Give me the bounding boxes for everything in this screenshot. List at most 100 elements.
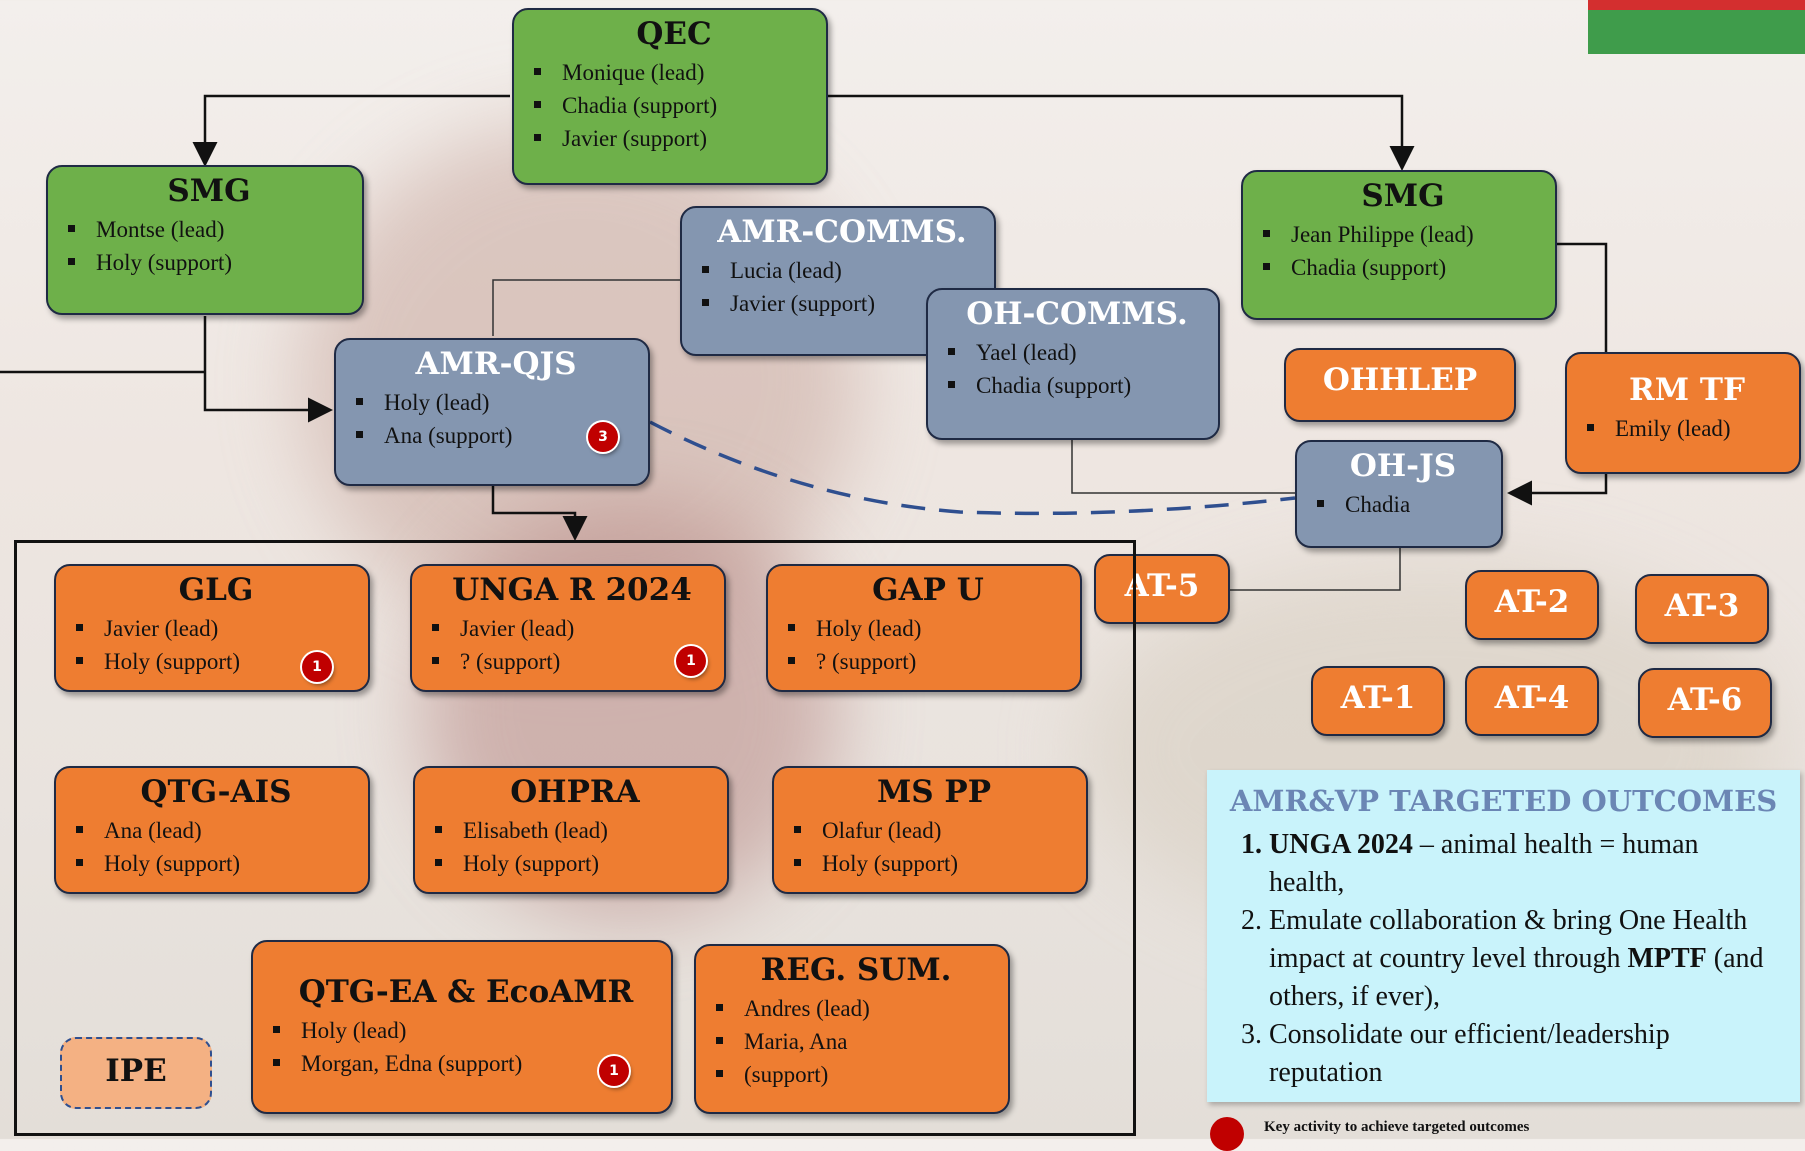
rm-tf-member: Emily (lead) [1587, 412, 1789, 445]
flag-decoration [1588, 0, 1805, 54]
outcome-2-text-end: (and others, if ever), [1269, 943, 1764, 1012]
oh-js-at5-link [1200, 548, 1401, 591]
targeted-outcomes-panel: AMR&VP TARGETED OUTCOMES UNGA 2024 – ani… [1207, 770, 1800, 1102]
gap-u-title: GAP U [872, 572, 984, 608]
amr-comms-member: Lucia (lead) [702, 254, 984, 287]
ohhlep-box: OHHLEP [1284, 348, 1516, 422]
ms-pp-member: Olafur (lead) [794, 814, 1076, 847]
ohhlep-title: OHHLEP [1322, 362, 1478, 398]
key-activity-badge: 3 [588, 422, 618, 452]
glg-member: Holy (support) [76, 645, 358, 678]
qtg-ais-title: QTG-AIS [140, 774, 292, 810]
reg-sum-member: Maria, Ana [716, 1025, 998, 1058]
ohpra-member: Elisabeth (lead) [435, 814, 717, 847]
at-6-box: AT-6 [1638, 668, 1772, 738]
at-1-box: AT-1 [1311, 666, 1445, 736]
smg-left-box: SMG Montse (lead) Holy (support) [46, 165, 364, 315]
qtg-ea-member: Holy (lead) [273, 1014, 661, 1047]
ms-pp-box: MS PP Olafur (lead) Holy (support) [772, 766, 1088, 894]
legend: Key activity to achieve targeted outcome… [1210, 1115, 1530, 1151]
qtg-ea-title: QTG-EA & EcoAMR [298, 974, 634, 1010]
at-3-label: AT-3 [1664, 588, 1740, 624]
gap-u-member: ? (support) [788, 645, 1070, 678]
amr-qjs-to-oh-js-dashed-link [649, 420, 1296, 516]
qec-member: Chadia (support) [534, 89, 816, 122]
glg-member: Javier (lead) [76, 612, 358, 645]
amr-qjs-member: Ana (support) [356, 419, 638, 452]
gap-u-member: Holy (lead) [788, 612, 1070, 645]
smg-right-member: Chadia (support) [1263, 251, 1545, 284]
ipe-box: IPE [60, 1037, 212, 1109]
at-5-label: AT-5 [1124, 568, 1200, 604]
smg-to-amr-qjs-arrow [203, 316, 333, 423]
oh-comms-member: Chadia (support) [948, 369, 1208, 402]
outcome-item: Consolidate our efficient/leadership rep… [1269, 1016, 1778, 1092]
qec-member: Monique (lead) [534, 56, 816, 89]
qtg-ais-box: QTG-AIS Ana (lead) Holy (support) [54, 766, 370, 894]
oh-comms-member: Yael (lead) [948, 336, 1208, 369]
ohpra-box: OHPRA Elisabeth (lead) Holy (support) [413, 766, 729, 894]
unga-title: UNGA R 2024 [452, 572, 692, 608]
qec-member: Javier (support) [534, 122, 816, 155]
amr-qjs-member: Holy (lead) [356, 386, 638, 419]
amr-comms-member: Javier (support) [702, 287, 984, 320]
legend-text: Key activity to achieve targeted outcome… [1264, 1118, 1530, 1135]
amr-qjs-to-group-arrow [491, 486, 588, 541]
smg-right-box: SMG Jean Philippe (lead) Chadia (support… [1241, 170, 1557, 320]
oh-js-box: OH-JS Chadia [1295, 440, 1503, 548]
outcomes-title: AMR&VP TARGETED OUTCOMES [1229, 784, 1778, 818]
legend-red-dot-icon [1210, 1117, 1244, 1151]
at-2-label: AT-2 [1494, 584, 1570, 620]
qtg-ais-member: Ana (lead) [76, 814, 358, 847]
qec-box: QEC Monique (lead) Chadia (support) Javi… [512, 8, 828, 185]
oh-comms-box: OH-COMMS. Yael (lead) Chadia (support) [926, 288, 1220, 440]
ohpra-title: OHPRA [510, 774, 640, 810]
outcome-item: Emulate collaboration & bring One Health… [1269, 902, 1778, 1016]
reg-sum-box: REG. SUM. Andres (lead) Maria, Ana (supp… [694, 944, 1010, 1114]
key-activity-badge: 1 [302, 652, 332, 682]
glg-box: GLG Javier (lead) Holy (support) 1 [54, 564, 370, 692]
smg-left-member: Holy (support) [68, 246, 352, 279]
ms-pp-member: Holy (support) [794, 847, 1076, 880]
at-3-box: AT-3 [1635, 574, 1769, 644]
key-activity-badge: 1 [676, 646, 706, 676]
oh-comms-link [1071, 440, 1295, 494]
oh-js-member: Chadia [1317, 488, 1491, 521]
rm-tf-title: RM TF [1629, 372, 1745, 408]
qec-to-smg-right-arrow [828, 94, 1415, 171]
at-5-box: AT-5 [1094, 554, 1230, 624]
ohpra-member: Holy (support) [435, 847, 717, 880]
amr-comms-link [492, 279, 680, 336]
amr-qjs-title: AMR-QJS [415, 346, 577, 382]
reg-sum-member-cont: (support) [716, 1058, 998, 1091]
rm-tf-box: RM TF Emily (lead) [1565, 352, 1801, 474]
qec-to-smg-left-arrow [192, 94, 510, 167]
amr-comms-title: AMR-COMMS. [717, 214, 967, 250]
qtg-ais-member: Holy (support) [76, 847, 358, 880]
reg-sum-member: Andres (lead) [716, 992, 998, 1025]
unga-member: Javier (lead) [432, 612, 714, 645]
unga-r-2024-box: UNGA R 2024 Javier (lead) ? (support) 1 [410, 564, 726, 692]
oh-comms-title: OH-COMMS. [966, 296, 1188, 332]
ms-pp-title: MS PP [876, 774, 992, 810]
unga-member: ? (support) [432, 645, 714, 678]
outcome-1-text: – animal health = human health, [1269, 829, 1699, 898]
smg-left-member: Montse (lead) [68, 213, 352, 246]
outcome-2-bold: MPTF [1627, 943, 1707, 974]
glg-title: GLG [178, 572, 254, 608]
qec-title: QEC [636, 16, 712, 52]
key-activity-badge: 1 [599, 1056, 629, 1086]
reg-sum-title: REG. SUM. [760, 952, 952, 988]
qtg-ea-member: Morgan, Edna (support) [273, 1047, 661, 1080]
smg-right-title: SMG [1361, 178, 1445, 214]
at-1-label: AT-1 [1340, 680, 1416, 716]
gap-u-box: GAP U Holy (lead) ? (support) [766, 564, 1082, 692]
ipe-title: IPE [105, 1053, 167, 1089]
outcome-item: UNGA 2024 – animal health = human health… [1269, 826, 1778, 902]
qtg-ea-ecoamr-box: QTG-EA & EcoAMR Holy (lead) Morgan, Edna… [251, 940, 673, 1114]
workstream-group-frame [14, 540, 1136, 1136]
outcome-1-bold: UNGA 2024 [1269, 829, 1413, 860]
amr-qjs-box: AMR-QJS Holy (lead) Ana (support) 3 [334, 338, 650, 486]
smg-left-title: SMG [167, 173, 251, 209]
